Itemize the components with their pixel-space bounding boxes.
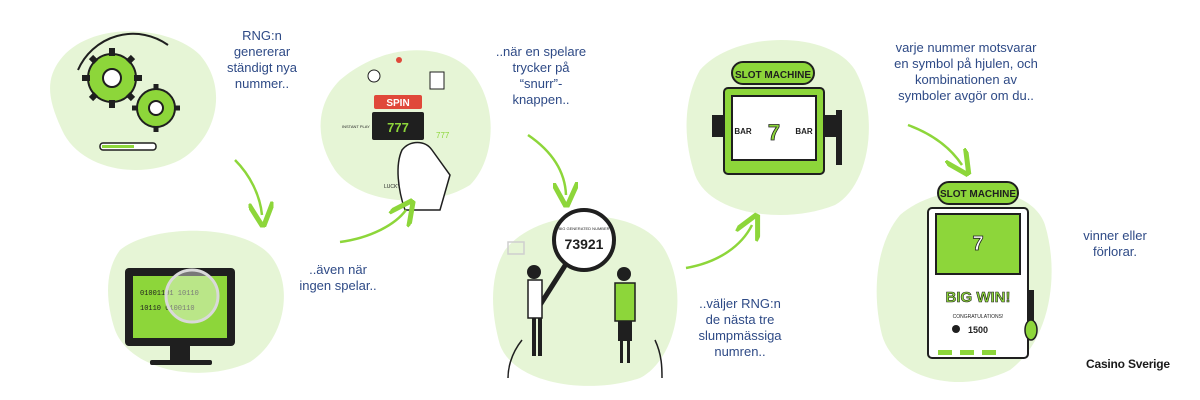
reel-seven-symbol: 7 [768,120,780,145]
caption-1: RNG:n genererar ständigt nya nummer.. [226,28,298,91]
monitor-illustration: 01001101 10110 10110 0100110 [108,230,284,373]
big-win-text: BIG WIN! [946,289,1011,306]
arrow-icon [685,225,752,270]
congrats-text: CONGRATULATIONS! [953,314,1004,320]
cycle-arrow-icon [77,32,169,71]
cherry-icon [396,57,402,63]
arrow-icon [907,123,962,165]
rng-number: 73921 [565,236,604,252]
progress-bar-fill [102,145,134,148]
instant-play-label: INSTANT PLAY [342,124,370,129]
brand-logo: Casino Sverige [1086,357,1170,371]
mini-slot [372,112,424,140]
reel-bar-symbol: BAR [795,127,813,136]
caption-3: ..när en spelare trycker på “snurr”- kna… [495,44,587,107]
spin-button [374,95,422,109]
reel-bar-symbol: BAR [734,127,752,136]
rng-search-illustration: BIG GENERATED NUMBER 73921 [493,208,678,386]
hand-icon [397,141,451,211]
gears-illustration [50,31,217,170]
slot-lever [1028,290,1034,338]
slot-reels [731,95,817,161]
slot-title-banner [937,181,1019,205]
caption-5: varje nummer motsvarar en symbol på hjul… [894,40,1038,103]
magnifier-handle [537,262,569,307]
magnifier-icon [552,208,616,272]
arrow-icon [527,133,566,195]
slot-title: SLOT MACHINE [940,189,1016,200]
rng-label: BIG GENERATED NUMBER [558,226,609,231]
spin-button-label: SPIN [386,98,409,109]
magnifier-icon [164,268,220,324]
slot-lever [836,110,842,165]
side-sevens: 777 [436,131,450,140]
caption-2: ..även när ingen spelar.. [299,262,377,293]
woman-figure [614,267,636,363]
arrow-icon [339,210,406,244]
caption-6: vinner eller förlorar. [1083,228,1147,259]
playing-card-icon [429,71,445,90]
lucky-label: LUCKY [384,184,401,190]
plant-icon [507,339,663,379]
bar-chart-icon [507,241,525,255]
gear-icon [132,84,180,132]
caption-4: ..väljer RNG:n de nästa tre slumpmässiga… [698,296,782,359]
slot-machine-illustration: SLOT MACHINE BAR 7 BAR [686,40,869,215]
reel-seven-symbol: 7 [972,233,983,255]
binary-text: 01001101 10110 [140,290,199,298]
man-figure [527,265,543,356]
flow-arrows [234,123,962,270]
monitor-screen [133,276,227,338]
coin-icon [952,325,960,333]
mini-slot-sevens: 777 [387,120,409,135]
slot-title-banner [731,61,815,85]
big-win-illustration: SLOT MACHINE 7 BIG WIN! CONGRATULATIONS!… [876,181,1052,383]
money-bag-icon [367,69,381,83]
prize-amount: 1500 [968,325,988,335]
arrow-icon [234,159,262,215]
slot-title: SLOT MACHINE [735,70,811,81]
monitor-stand [150,360,212,365]
gear-icon [82,48,142,108]
slot-reels [935,213,1021,275]
binary-text: 10110 0100110 [140,305,195,313]
spin-hand-illustration: SPIN 777 INSTANT PLAY 777 LUCKY [320,50,491,211]
